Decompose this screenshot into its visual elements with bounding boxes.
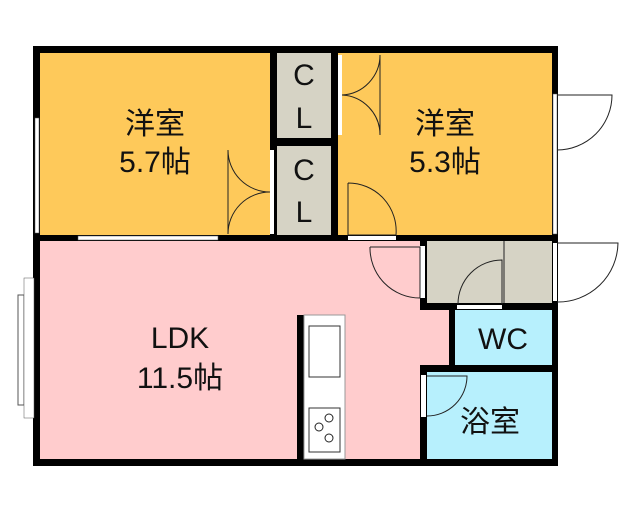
ldk-door <box>420 246 425 298</box>
front-door-swing <box>556 242 619 303</box>
stove-icon <box>308 407 341 453</box>
bath-door <box>421 375 426 417</box>
wc-room <box>455 310 552 365</box>
door-swing <box>369 246 421 299</box>
door-swing <box>426 375 468 417</box>
window <box>552 93 558 235</box>
sink-icon <box>308 325 341 378</box>
entrance <box>427 241 552 303</box>
door-swing <box>347 182 397 236</box>
ldk-room <box>40 241 449 459</box>
wc-door <box>457 305 502 309</box>
room1-size: 5.7帖 <box>119 146 191 179</box>
room-door <box>348 236 396 240</box>
burner-icon <box>324 433 334 443</box>
bay-window-frame <box>23 277 35 419</box>
room2-name: 洋室 <box>415 108 475 141</box>
burner-icon <box>314 422 324 432</box>
ldk-name: LDK <box>151 322 209 355</box>
bay-window <box>17 294 25 406</box>
room1-name: 洋室 <box>125 108 185 141</box>
closet1-c: C <box>293 59 315 92</box>
closet2-l: L <box>296 196 313 229</box>
burner-icon <box>324 413 334 423</box>
closet-door <box>338 55 342 135</box>
wc-name: WC <box>478 323 528 356</box>
western-room-2 <box>338 53 552 235</box>
closet2-c: C <box>293 154 315 187</box>
bathroom <box>427 372 552 459</box>
window <box>77 235 219 241</box>
ldk-size: 11.5帖 <box>137 362 223 395</box>
western-room-1 <box>40 53 270 235</box>
window <box>34 117 40 234</box>
closet-1 <box>277 53 331 138</box>
door-swing <box>457 259 503 305</box>
closet1-l: L <box>296 102 313 135</box>
front-door <box>553 243 557 301</box>
closet-door <box>270 150 274 234</box>
room2-size: 5.3帖 <box>409 146 481 179</box>
closet-2 <box>277 146 331 235</box>
balcony-door-swing <box>556 94 613 151</box>
door-swing <box>341 54 381 136</box>
kitchen-wall <box>297 315 304 459</box>
door-swing <box>227 149 271 235</box>
bath-name: 浴室 <box>460 406 520 439</box>
